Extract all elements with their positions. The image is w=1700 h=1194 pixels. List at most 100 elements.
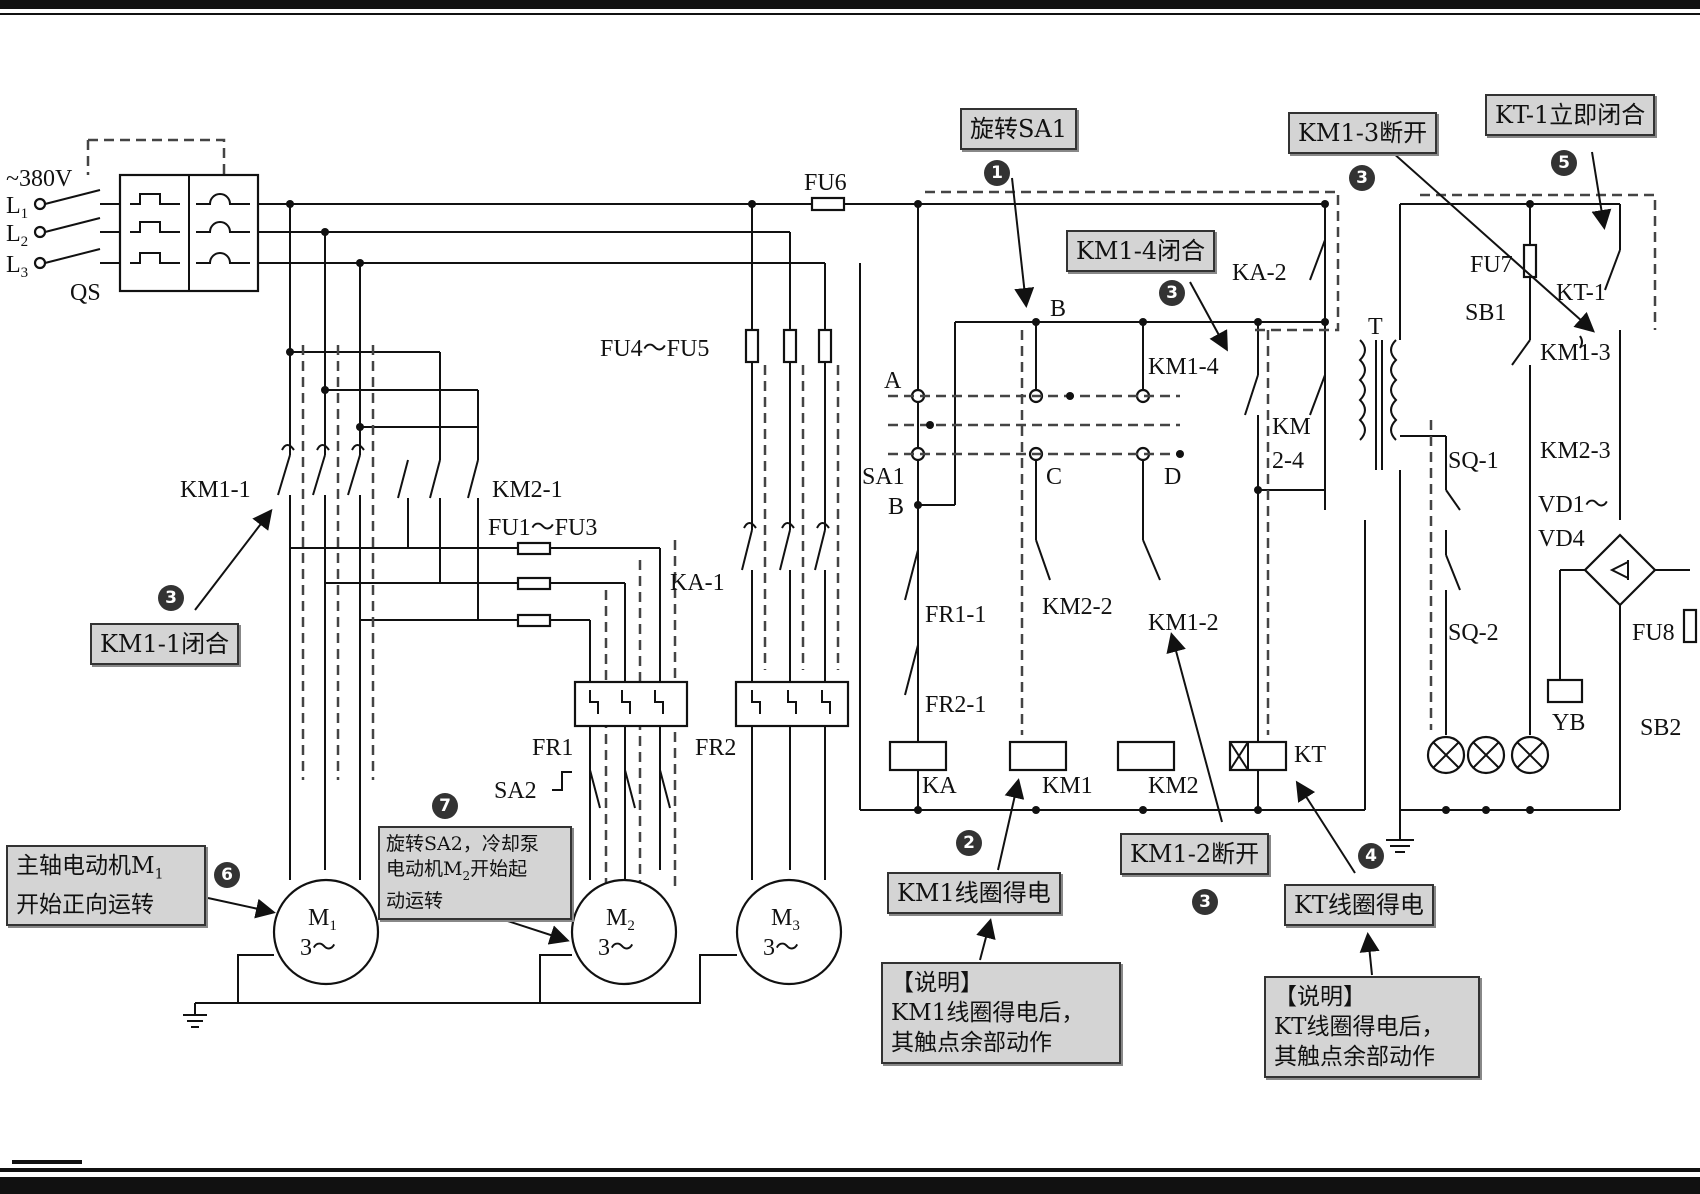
svg-text:L1: L1 <box>6 193 28 222</box>
note-km1-title: 【说明】 <box>891 970 983 996</box>
svg-text:L2: L2 <box>6 221 28 250</box>
lighting-flow-arrows <box>1420 193 1657 730</box>
ka-1-label: KA-1 <box>670 570 725 596</box>
callout-km1-coil: KM1线圈得电 <box>887 872 1061 914</box>
callout-spindle-line1: 主轴电动机M <box>16 853 155 879</box>
callout-rotate-sa1: 旋转SA1 <box>960 108 1078 150</box>
sa2-label: SA2 <box>494 778 537 804</box>
fu7-label: FU7 <box>1470 252 1513 278</box>
callout-sa2-coolant: 旋转SA2，冷却泵 电动机M2开始起 动运转 <box>378 826 572 920</box>
ka-label: KA <box>922 773 957 799</box>
m3-name: M <box>771 905 792 931</box>
svg-text:L3: L3 <box>6 252 28 281</box>
sq-2-label: SQ-2 <box>1448 620 1499 646</box>
callout-kt-1-close: KT-1立即闭合 <box>1485 94 1656 136</box>
m3-rating: 3～ <box>763 935 799 961</box>
sa2-switch <box>552 769 671 809</box>
callout-km1-3-open: KM1-3断开 <box>1288 112 1438 154</box>
power-supply: ~380V L1 L2 L3 QS <box>6 138 260 306</box>
control-circuit <box>844 200 1366 814</box>
ka-2-label: KA-2 <box>1232 260 1287 286</box>
note-km1: 【说明】 KM1线圈得电后， 其触点余部动作 <box>881 962 1121 1064</box>
callout-km1-2-open: KM1-2断开 <box>1120 833 1270 875</box>
step-marker-3-km1-2: 3 <box>1192 889 1218 915</box>
fr2-relay <box>734 680 850 728</box>
node-a-label: A <box>884 368 902 394</box>
kt-coil-label: KT <box>1294 742 1326 768</box>
kt-1-label: KT-1 <box>1556 280 1606 306</box>
km2-2-label: KM2-2 <box>1042 594 1113 620</box>
note-kt-line2: 其触点余部动作 <box>1274 1044 1435 1070</box>
callout-kt-coil-text: KT线圈得电 <box>1294 891 1424 919</box>
callout-spindle-sub: 1 <box>154 866 164 883</box>
callout-km1-4-close-text: KM1-4闭合 <box>1076 237 1206 265</box>
callout-sa2-sub: 2 <box>462 868 471 883</box>
step-marker-7: 7 <box>432 793 458 819</box>
callout-sa2-line1: 旋转SA2，冷却泵 <box>386 833 539 855</box>
km2-1-label: KM2-1 <box>492 477 563 503</box>
fu1-fu3-label: FU1～FU3 <box>488 515 597 541</box>
bottom-rule <box>0 1168 1700 1172</box>
node-b-top-label: B <box>1050 296 1066 322</box>
motor-m2: M2 3～ <box>570 878 678 986</box>
km2-3-label: KM2-3 <box>1540 438 1611 464</box>
callout-rotate-sa1-text: 旋转SA1 <box>970 115 1068 143</box>
km1-coil-label: KM1 <box>1042 773 1093 799</box>
km1-2-label: KM1-2 <box>1148 610 1219 636</box>
m1-name: M <box>308 905 329 931</box>
node-b-bottom-label: B <box>888 494 904 520</box>
callout-kt-1-close-text: KT-1立即闭合 <box>1495 101 1646 129</box>
callout-km1-1-close-text: KM1-1闭合 <box>100 630 230 658</box>
yb-label: YB <box>1552 710 1585 736</box>
km2-1-contacts <box>397 459 488 499</box>
m1-rating: 3～ <box>300 935 336 961</box>
note-km1-line2: 其触点余部动作 <box>891 1030 1052 1056</box>
step-marker-1: 1 <box>984 160 1010 186</box>
sb1-label: SB1 <box>1465 300 1506 326</box>
sa1-label: SA1 <box>862 464 905 490</box>
km1-4-label: KM1-4 <box>1148 354 1219 380</box>
motor-m1: M1 3～ <box>272 878 380 986</box>
fr2-1-label: FR2-1 <box>925 692 986 718</box>
callout-spindle-line2: 开始正向运转 <box>16 891 154 918</box>
control-flow-arrows <box>925 190 1340 735</box>
vd-label-a: VD1～ <box>1538 492 1609 518</box>
m2-rating: 3～ <box>598 935 634 961</box>
node-d-label: D <box>1164 464 1181 490</box>
bottom-rule-accent <box>12 1160 82 1164</box>
callout-sa2-line2a: 电动机M <box>386 858 463 880</box>
main-bus <box>258 196 1325 880</box>
km2-4-label-b: 2-4 <box>1272 448 1304 474</box>
m2-sub: 2 <box>627 918 635 934</box>
callout-kt-coil: KT线圈得电 <box>1284 884 1434 926</box>
top-rule <box>0 0 1700 9</box>
ka-1-contacts <box>741 522 834 571</box>
node-c-label: C <box>1046 464 1062 490</box>
fu4-fu5-label: FU4～FU5 <box>600 336 709 362</box>
callout-sa2-line2b: 开始起 <box>470 858 528 880</box>
motor-m3: M3 3～ <box>735 878 843 986</box>
callout-km1-4-close: KM1-4闭合 <box>1066 230 1216 272</box>
m1-sub: 1 <box>329 918 337 934</box>
km2-4-label-a: KM <box>1272 414 1311 440</box>
callout-km1-coil-text: KM1线圈得电 <box>897 879 1051 907</box>
fu6-label: FU6 <box>804 170 847 196</box>
step-marker-6: 6 <box>214 862 240 888</box>
step-marker-4: 4 <box>1358 843 1384 869</box>
callout-km1-2-open-text: KM1-2断开 <box>1130 840 1260 868</box>
lighting-circuit <box>1358 200 1698 853</box>
callout-arrows <box>194 151 1612 976</box>
svg-text:M2: M2 <box>606 905 635 934</box>
km1-3-label: KM1-3 <box>1540 340 1611 366</box>
phase-l3-label: L <box>6 252 21 278</box>
step-marker-3-km1-4: 3 <box>1159 280 1185 306</box>
fr2-label: FR2 <box>695 735 736 761</box>
m2-name: M <box>606 905 627 931</box>
phase-l2-label: L <box>6 221 21 247</box>
phase-l3-sub: 3 <box>21 265 29 281</box>
step-marker-5: 5 <box>1551 150 1577 176</box>
voltage-label: ~380V <box>6 166 73 192</box>
sq-1-label: SQ-1 <box>1448 448 1499 474</box>
callout-km1-3-open-text: KM1-3断开 <box>1298 119 1428 147</box>
